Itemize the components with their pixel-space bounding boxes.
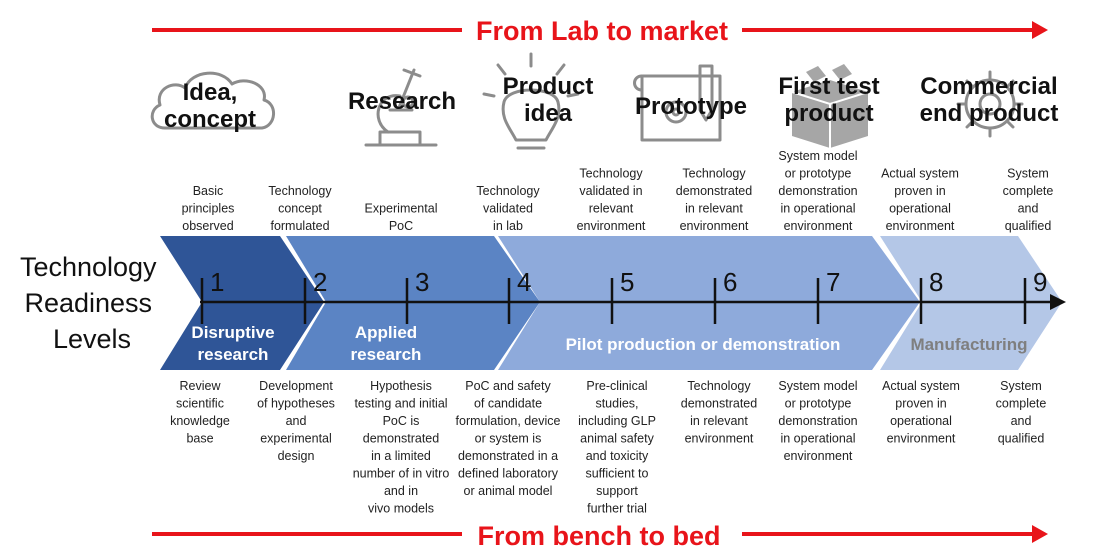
phase-label-pilot: Pilot production or demonstration: [566, 335, 841, 354]
top-banner: From Lab to market: [152, 16, 1048, 46]
trl-level-5: 5: [620, 267, 634, 297]
bottom-banner-arrowhead: [1032, 525, 1048, 543]
microscope-icon: [364, 68, 438, 147]
lightbulb-icon: [482, 52, 580, 150]
box-icon: [791, 64, 869, 148]
bottom-banner-title: From bench to bed: [478, 521, 721, 551]
bottom-banner: From bench to bed: [152, 521, 1048, 551]
blueprint-icon: [633, 64, 722, 142]
axis-arrowhead: [1050, 294, 1066, 310]
stage-title-idea: Idea,concept: [164, 79, 256, 133]
phase-label-manufacturing: Manufacturing: [910, 335, 1027, 354]
stage-title-prototype: Prototype: [635, 93, 747, 120]
stage-icons: [150, 52, 1024, 150]
cloud-icon: [150, 71, 275, 130]
trl-level-8: 8: [929, 267, 943, 297]
trl-level-3: 3: [415, 267, 429, 297]
stage-title-research: Research: [348, 88, 456, 115]
trl-level-6: 6: [723, 267, 737, 297]
trl-level-9: 9: [1033, 267, 1047, 297]
trl-axis: 1 2 3 4 5 6 7 8 9: [200, 267, 1066, 324]
trl-level-4: 4: [517, 267, 531, 297]
top-banner-title: From Lab to market: [476, 16, 728, 46]
trl-level-7: 7: [826, 267, 840, 297]
top-banner-arrowhead: [1032, 21, 1048, 39]
row-label: Technology Readiness Levels: [20, 252, 164, 354]
gear-icon: [956, 70, 1024, 138]
trl-level-1: 1: [210, 267, 224, 297]
trl-level-2: 2: [313, 267, 327, 297]
